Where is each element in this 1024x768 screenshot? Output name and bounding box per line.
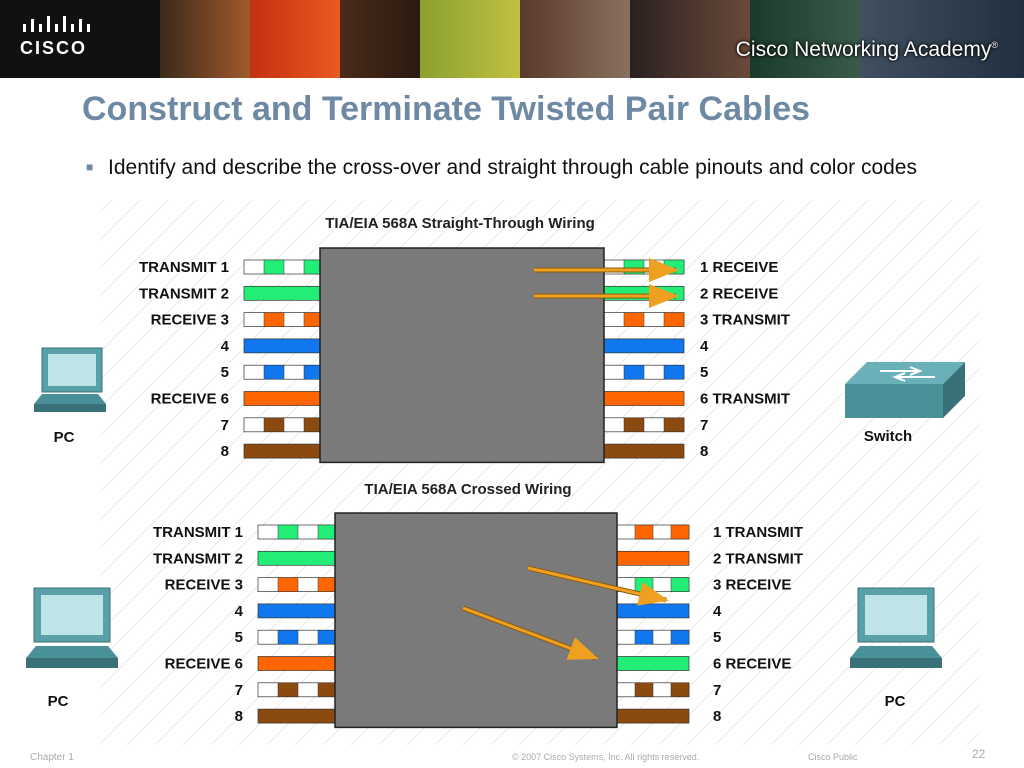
straight-left-pin-label-4: 4 <box>221 338 230 355</box>
crossed-right-wire-7 <box>616 682 690 698</box>
banner-photo-3 <box>340 0 420 78</box>
crossed-left-wire-4 <box>257 603 339 619</box>
straight-right-wire-6 <box>603 391 685 406</box>
straight-left-pin-label-7: 7 <box>221 417 229 434</box>
straight-right-wire-3 <box>603 312 685 327</box>
crossed-left-wire-5 <box>257 629 339 645</box>
pc-icon <box>34 347 106 412</box>
straight-right-pin-label-3: 3 TRANSMIT <box>700 312 790 329</box>
straight-right-pin-label-6: 6 TRANSMIT <box>700 391 790 408</box>
footer-classification: Cisco Public <box>808 752 858 762</box>
pc-icon <box>26 587 118 668</box>
straight-right-pin-label-5: 5 <box>700 364 708 381</box>
crossed-left-wire-1 <box>257 524 339 540</box>
slide-title: Construct and Terminate Twisted Pair Cab… <box>82 90 811 128</box>
pc-icon <box>850 587 942 668</box>
banner-photo-7 <box>750 0 860 78</box>
right-device-label-bottom: PC <box>885 693 906 710</box>
straight-right-pin-label-4: 4 <box>700 338 709 355</box>
straight-left-wire-8 <box>243 443 325 459</box>
crossed-arrow-1 <box>527 566 669 606</box>
banner-photo-6 <box>630 0 750 78</box>
crossed-left-pin-label-1: TRANSMIT 1 <box>153 524 243 541</box>
straight-left-pin-label-2: TRANSMIT 2 <box>139 285 229 302</box>
crossed-left-pin-label-7: 7 <box>235 682 243 699</box>
crossed-left-pin-label-2: TRANSMIT 2 <box>153 550 243 567</box>
crossed-left-pin-label-5: 5 <box>235 629 243 646</box>
crossed-arrow-2 <box>462 606 599 660</box>
crossed-right-pin-label-2: 2 TRANSMIT <box>713 550 803 567</box>
straight-right-pin-label-1: 1 RECEIVE <box>700 259 778 276</box>
crossed-right-pin-label-6: 6 RECEIVE <box>713 656 791 673</box>
crossed-right-wire-8 <box>616 708 690 724</box>
crossed-left-pin-label-8: 8 <box>235 708 243 725</box>
footer-copyright: © 2007 Cisco Systems, Inc. All rights re… <box>512 752 700 762</box>
straight-left-pin-label-5: 5 <box>221 364 229 381</box>
crossed-right-pin-label-8: 8 <box>713 708 721 725</box>
cisco-wordmark: CISCO <box>20 38 88 58</box>
crossed-left-pin-label-4: 4 <box>235 603 244 620</box>
straight-left-wire-5 <box>243 364 325 380</box>
straight-left-wire-3 <box>243 312 325 327</box>
crossed-left-wire-6 <box>257 656 339 671</box>
straight-left-pin-label-8: 8 <box>221 443 229 460</box>
straight-right-wire-4 <box>603 338 685 354</box>
straight-left-wire-4 <box>243 338 325 354</box>
crossed-right-wire-1 <box>616 524 690 540</box>
straight-left-pin-label-1: TRANSMIT 1 <box>139 259 229 276</box>
crossed-right-wire-4 <box>616 603 690 619</box>
straight-left-pin-label-3: RECEIVE 3 <box>151 312 229 329</box>
straight-right-pin-label-7: 7 <box>700 417 708 434</box>
straight-left-wire-1 <box>243 259 325 275</box>
banner-photo-4 <box>420 0 520 78</box>
bullet-text: Identify and describe the cross-over and… <box>108 156 917 179</box>
banner-photo-1 <box>160 0 250 78</box>
crossed-left-pin-label-3: RECEIVE 3 <box>165 577 243 594</box>
crossed-right-wire-2 <box>616 550 690 566</box>
straight-right-wire-8 <box>603 443 685 459</box>
banner-photo-2 <box>250 0 340 78</box>
straight-right-pin-label-8: 8 <box>700 443 708 460</box>
crossed-right-pin-label-1: 1 TRANSMIT <box>713 524 803 541</box>
crossed-left-wire-7 <box>257 682 339 698</box>
switch-icon <box>845 362 965 418</box>
crossed-right-pin-label-4: 4 <box>713 603 722 620</box>
crossed-right-pin-label-7: 7 <box>713 682 721 699</box>
banner-photo-8 <box>860 0 1024 78</box>
crossed-right-pin-label-3: 3 RECEIVE <box>713 577 791 594</box>
straight-left-wire-7 <box>243 417 325 433</box>
straight-left-pin-label-6: RECEIVE 6 <box>151 391 229 408</box>
left-device-label-top: PC <box>54 429 75 446</box>
wiring-diagram: TIA/EIA 568A Straight-Through Wiring TIA… <box>26 200 980 745</box>
straight-left-wire-2 <box>243 285 325 301</box>
crossed-right-wire-6 <box>616 656 690 671</box>
straight-connector-box <box>319 247 605 464</box>
crossed-connector-box <box>334 512 618 729</box>
right-device-label-top: Switch <box>864 428 912 445</box>
bullet-marker: ■ <box>86 160 94 174</box>
cisco-bridge-icon <box>23 16 90 32</box>
footer-page-number: 22 <box>972 747 986 761</box>
straight-right-wire-7 <box>603 417 685 433</box>
crossed-right-wire-5 <box>616 629 690 645</box>
crossed-title: TIA/EIA 568A Crossed Wiring <box>364 481 571 498</box>
crossed-left-wire-2 <box>257 550 339 566</box>
crossed-left-pin-label-6: RECEIVE 6 <box>165 656 243 673</box>
banner-photo-5 <box>520 0 630 78</box>
left-device-label-bottom: PC <box>48 693 69 710</box>
straight-right-pin-label-2: 2 RECEIVE <box>700 285 778 302</box>
crossed-right-pin-label-5: 5 <box>713 629 721 646</box>
cisco-logo: CISCO <box>0 0 160 78</box>
crossed-left-wire-3 <box>257 577 339 592</box>
straight-right-wire-5 <box>603 364 685 380</box>
academy-label: Cisco Networking Academy® <box>735 38 998 61</box>
footer-chapter: Chapter 1 <box>30 752 74 763</box>
crossed-left-wire-8 <box>257 708 339 724</box>
straight-title: TIA/EIA 568A Straight-Through Wiring <box>325 215 595 232</box>
header-banner: CISCO Cisco Networking Academy® <box>0 0 1024 78</box>
straight-left-wire-6 <box>243 391 325 406</box>
